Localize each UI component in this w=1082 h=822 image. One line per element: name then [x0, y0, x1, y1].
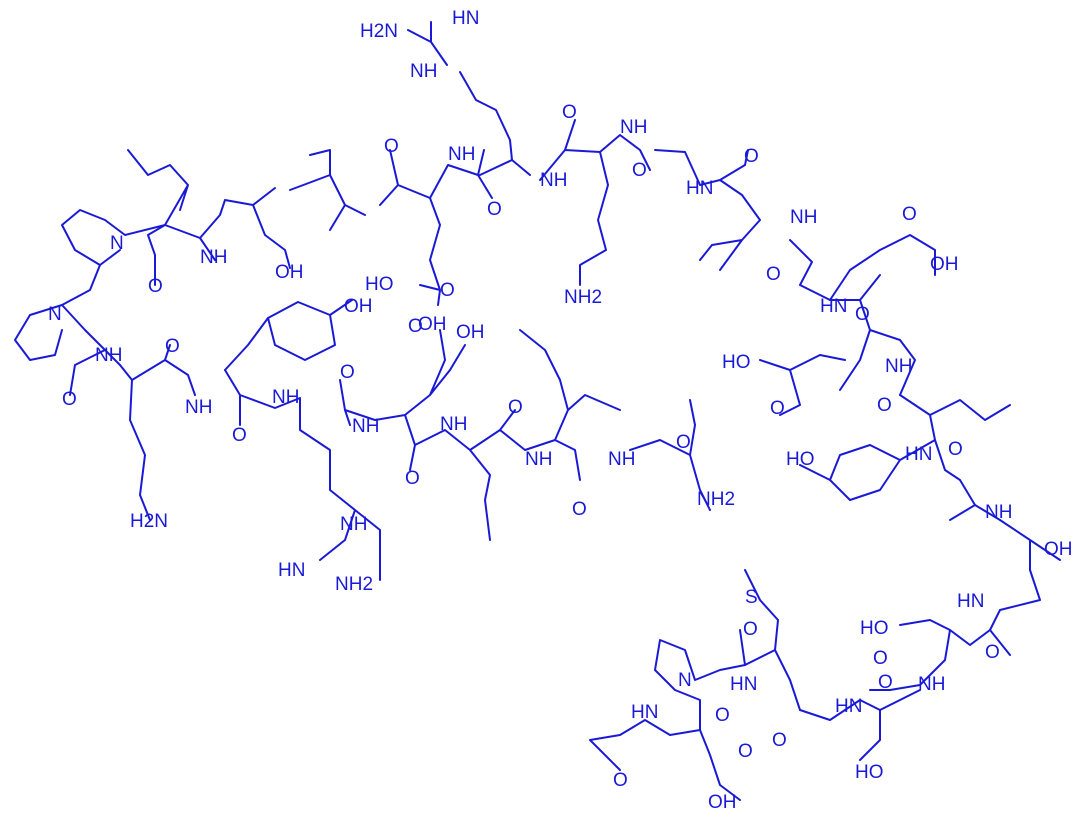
atom-label: HO	[860, 618, 889, 639]
atom-label: HN	[730, 674, 757, 695]
atom-label: N	[678, 670, 692, 691]
atom-label: NH	[185, 397, 212, 418]
atom-label: NH2	[335, 574, 373, 595]
atom-label: NH	[790, 207, 817, 228]
atom-label: NH	[918, 674, 945, 695]
atom-label: O	[766, 264, 781, 285]
atom-label: NH	[620, 117, 647, 138]
atom-label: HN	[820, 296, 847, 317]
atom-label: O	[948, 439, 963, 460]
atom-label: O	[62, 389, 77, 410]
atom-label: O	[873, 648, 888, 669]
atom-label: HO	[786, 449, 815, 470]
atom-label: O	[878, 672, 893, 693]
atom-label: HO	[855, 762, 884, 783]
atom-label: O	[770, 398, 785, 419]
atom-label: NH	[410, 61, 437, 82]
atom-label: OH	[1044, 539, 1073, 560]
atom-label: HO	[365, 274, 394, 295]
atom-label: NH	[448, 144, 475, 165]
atom-label: NH2	[564, 287, 602, 308]
atom-label: O	[676, 432, 691, 453]
atom-label: NH	[200, 247, 227, 268]
atom-label: NH	[340, 514, 367, 535]
atom-label: NH	[985, 502, 1012, 523]
atom-label: O	[632, 160, 647, 181]
atom-label: NH	[272, 387, 299, 408]
atom-label: HN	[631, 702, 658, 723]
atom-label: OH	[708, 792, 737, 813]
atom-label: HN	[278, 560, 305, 581]
atom-label: OH	[418, 314, 447, 335]
atom-label: O	[738, 741, 753, 762]
atom-label: O	[572, 499, 587, 520]
atom-label: O	[613, 770, 628, 791]
atom-label: S	[745, 587, 758, 608]
atom-label: O	[487, 199, 502, 220]
atom-label: O	[165, 336, 180, 357]
atom-label: O	[744, 146, 759, 167]
atom-label: O	[232, 425, 247, 446]
atom-label: OH	[275, 262, 304, 283]
atom-label: NH	[540, 170, 567, 191]
atom-label: O	[405, 468, 420, 489]
atom-label: NH	[440, 414, 467, 435]
atom-label: H2N	[130, 511, 168, 532]
atom-labels: HN H2N NH O NH NH O NH O O O HN NH NH N …	[48, 8, 1073, 813]
atom-label: NH2	[697, 489, 735, 510]
bond-lines	[14, 21, 1061, 801]
atom-label: NH	[608, 449, 635, 470]
atom-label: H2N	[360, 21, 398, 42]
atom-label: O	[855, 304, 870, 325]
atom-label: HN	[835, 696, 862, 717]
atom-label: O	[508, 397, 523, 418]
atom-label: O	[340, 362, 355, 383]
atom-label: HN	[905, 444, 932, 465]
atom-label: OH	[344, 296, 373, 317]
atom-label: O	[985, 642, 1000, 663]
atom-label: O	[877, 395, 892, 416]
atom-label: O	[772, 730, 787, 751]
atom-label: O	[715, 705, 730, 726]
atom-label: HN	[686, 178, 713, 199]
atom-label: O	[562, 102, 577, 123]
atom-label: O	[440, 280, 455, 301]
atom-label: NH	[885, 356, 912, 377]
atom-label: OH	[930, 254, 959, 275]
atom-label: O	[408, 316, 423, 337]
atom-label: NH	[95, 345, 122, 366]
atom-label: N	[110, 233, 124, 254]
atom-label: O	[148, 276, 163, 297]
atom-label: OH	[456, 322, 485, 343]
atom-label: NH	[352, 416, 379, 437]
atom-label: O	[902, 204, 917, 225]
atom-label: HO	[722, 352, 751, 373]
atom-label: NH	[525, 449, 552, 470]
atom-label: HN	[957, 591, 984, 612]
atom-label: O	[743, 619, 758, 640]
atom-label: O	[384, 136, 399, 157]
atom-label: N	[48, 304, 62, 325]
atom-label: HN	[452, 8, 479, 29]
